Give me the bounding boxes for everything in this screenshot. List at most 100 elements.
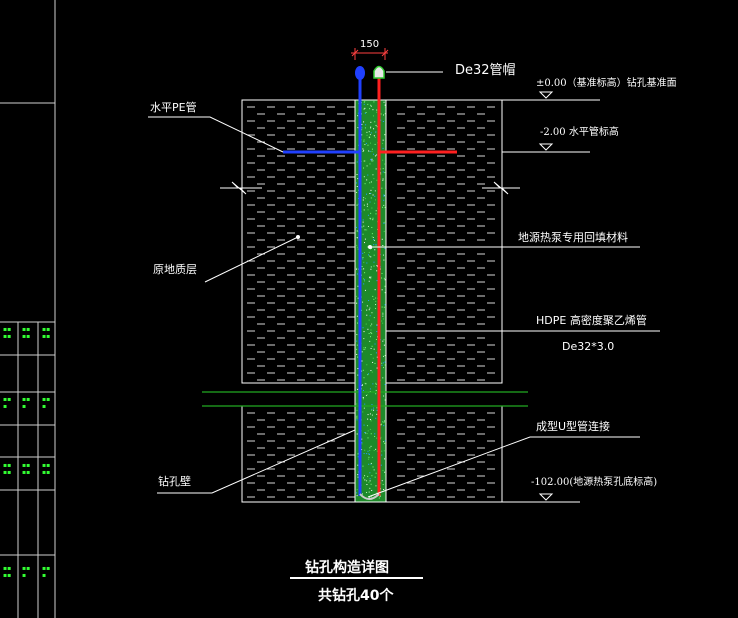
grout-speck: [371, 345, 373, 347]
grout-speck: [365, 142, 367, 144]
grout-speck: [384, 172, 386, 174]
break-line: [220, 181, 520, 195]
grout-speck: [357, 115, 359, 117]
grout-speck: [368, 491, 370, 493]
grout-speck: [376, 111, 378, 113]
grout-speck: [381, 289, 383, 291]
grout-speck: [380, 436, 382, 438]
grout-speck: [357, 453, 359, 455]
grout-speck: [362, 398, 364, 400]
grout-speck: [368, 453, 370, 455]
leader-lines: [148, 71, 660, 503]
grout-speck: [383, 277, 385, 279]
grout-speck: [357, 464, 359, 466]
blue-cap-icon: [355, 66, 365, 80]
grout-speck: [369, 255, 371, 257]
grout-speck: [376, 265, 378, 267]
grout-speck: [365, 323, 367, 325]
grout-speck: [356, 268, 358, 270]
level-markers: [538, 91, 554, 501]
grout-speck: [383, 194, 385, 196]
grout-speck: [356, 204, 358, 206]
grout-speck: [371, 456, 373, 458]
grout-speck: [374, 289, 376, 291]
grout-speck: [356, 322, 358, 324]
grout-speck: [382, 340, 384, 342]
grout-speck: [366, 205, 368, 207]
grout-speck: [382, 421, 384, 423]
grout-speck: [374, 249, 376, 251]
grout-speck: [366, 134, 368, 136]
grout-speck: [356, 495, 358, 497]
grout-speck: [372, 187, 374, 189]
grout-speck: [366, 394, 368, 396]
grout-speck: [369, 136, 371, 138]
grout-speck: [380, 172, 382, 174]
titleblock-text: ▪▪▪: [42, 565, 51, 579]
grout-speck: [370, 329, 372, 331]
grout-speck: [370, 268, 372, 270]
grout-speck: [371, 333, 373, 335]
grout-speck: [370, 218, 372, 220]
titleblock-text: ▪▪▪: [22, 396, 31, 410]
grout-speck: [374, 476, 376, 478]
borehole-wall-label: 钻孔壁: [158, 475, 191, 488]
grout-speck: [365, 432, 367, 434]
grout-speck: [356, 489, 358, 491]
grout-speck: [370, 483, 372, 485]
grout-speck: [370, 463, 372, 465]
grout-speck: [363, 167, 365, 169]
diagram-subtitle: 共钻孔40个: [318, 588, 394, 604]
grout-speck: [362, 219, 364, 221]
hdpe-label: HDPE 高密度聚乙烯管: [536, 314, 647, 327]
grout-speck: [368, 456, 370, 458]
grout-speck: [356, 416, 358, 418]
grout-speck: [366, 193, 368, 195]
grout-speck: [362, 301, 364, 303]
grout-speck: [371, 226, 373, 228]
grout-speck: [362, 150, 364, 152]
grout-speck: [363, 338, 365, 340]
grout-speck: [366, 364, 368, 366]
grout-speck: [368, 458, 370, 460]
u-joint-label: 成型U型管连接: [536, 420, 611, 433]
grout-speck: [382, 121, 384, 123]
grout-speck: [364, 242, 366, 244]
grout-speck: [370, 266, 372, 268]
grout-speck: [384, 440, 386, 442]
grout-speck: [362, 465, 364, 467]
grout-speck: [370, 370, 372, 372]
grout-speck: [361, 123, 363, 125]
grout-speck: [363, 103, 365, 105]
grout-speck: [384, 163, 386, 165]
grout-speck: [357, 388, 359, 390]
grout-speck: [382, 139, 384, 141]
grout-speck: [370, 496, 372, 498]
grout-speck: [382, 179, 384, 181]
grout-speck: [382, 178, 384, 180]
grout-speck: [381, 306, 383, 308]
grout-speck: [370, 256, 372, 258]
grout-speck: [356, 273, 358, 275]
grout-speck: [382, 142, 384, 144]
grout-speck: [369, 413, 371, 415]
grout-speck: [382, 171, 384, 173]
grout-speck: [380, 438, 382, 440]
grout-speck: [370, 420, 372, 422]
grout-speck: [367, 328, 369, 330]
grout-speck: [364, 198, 366, 200]
grout-speck: [363, 160, 365, 162]
leader-dot: [296, 235, 300, 239]
grout-speck: [384, 279, 386, 281]
grout-speck: [356, 433, 358, 435]
grout-speck: [365, 383, 367, 385]
grout-speck: [356, 348, 358, 350]
grout-speck: [364, 449, 366, 451]
grout-speck: [357, 203, 359, 205]
grout-speck: [373, 409, 375, 411]
grout-speck: [364, 347, 366, 349]
grout-speck: [376, 437, 378, 439]
leader-dot: [368, 245, 372, 249]
grout-speck: [383, 425, 385, 427]
hdpe-spec-label: De32*3.0: [562, 340, 615, 353]
